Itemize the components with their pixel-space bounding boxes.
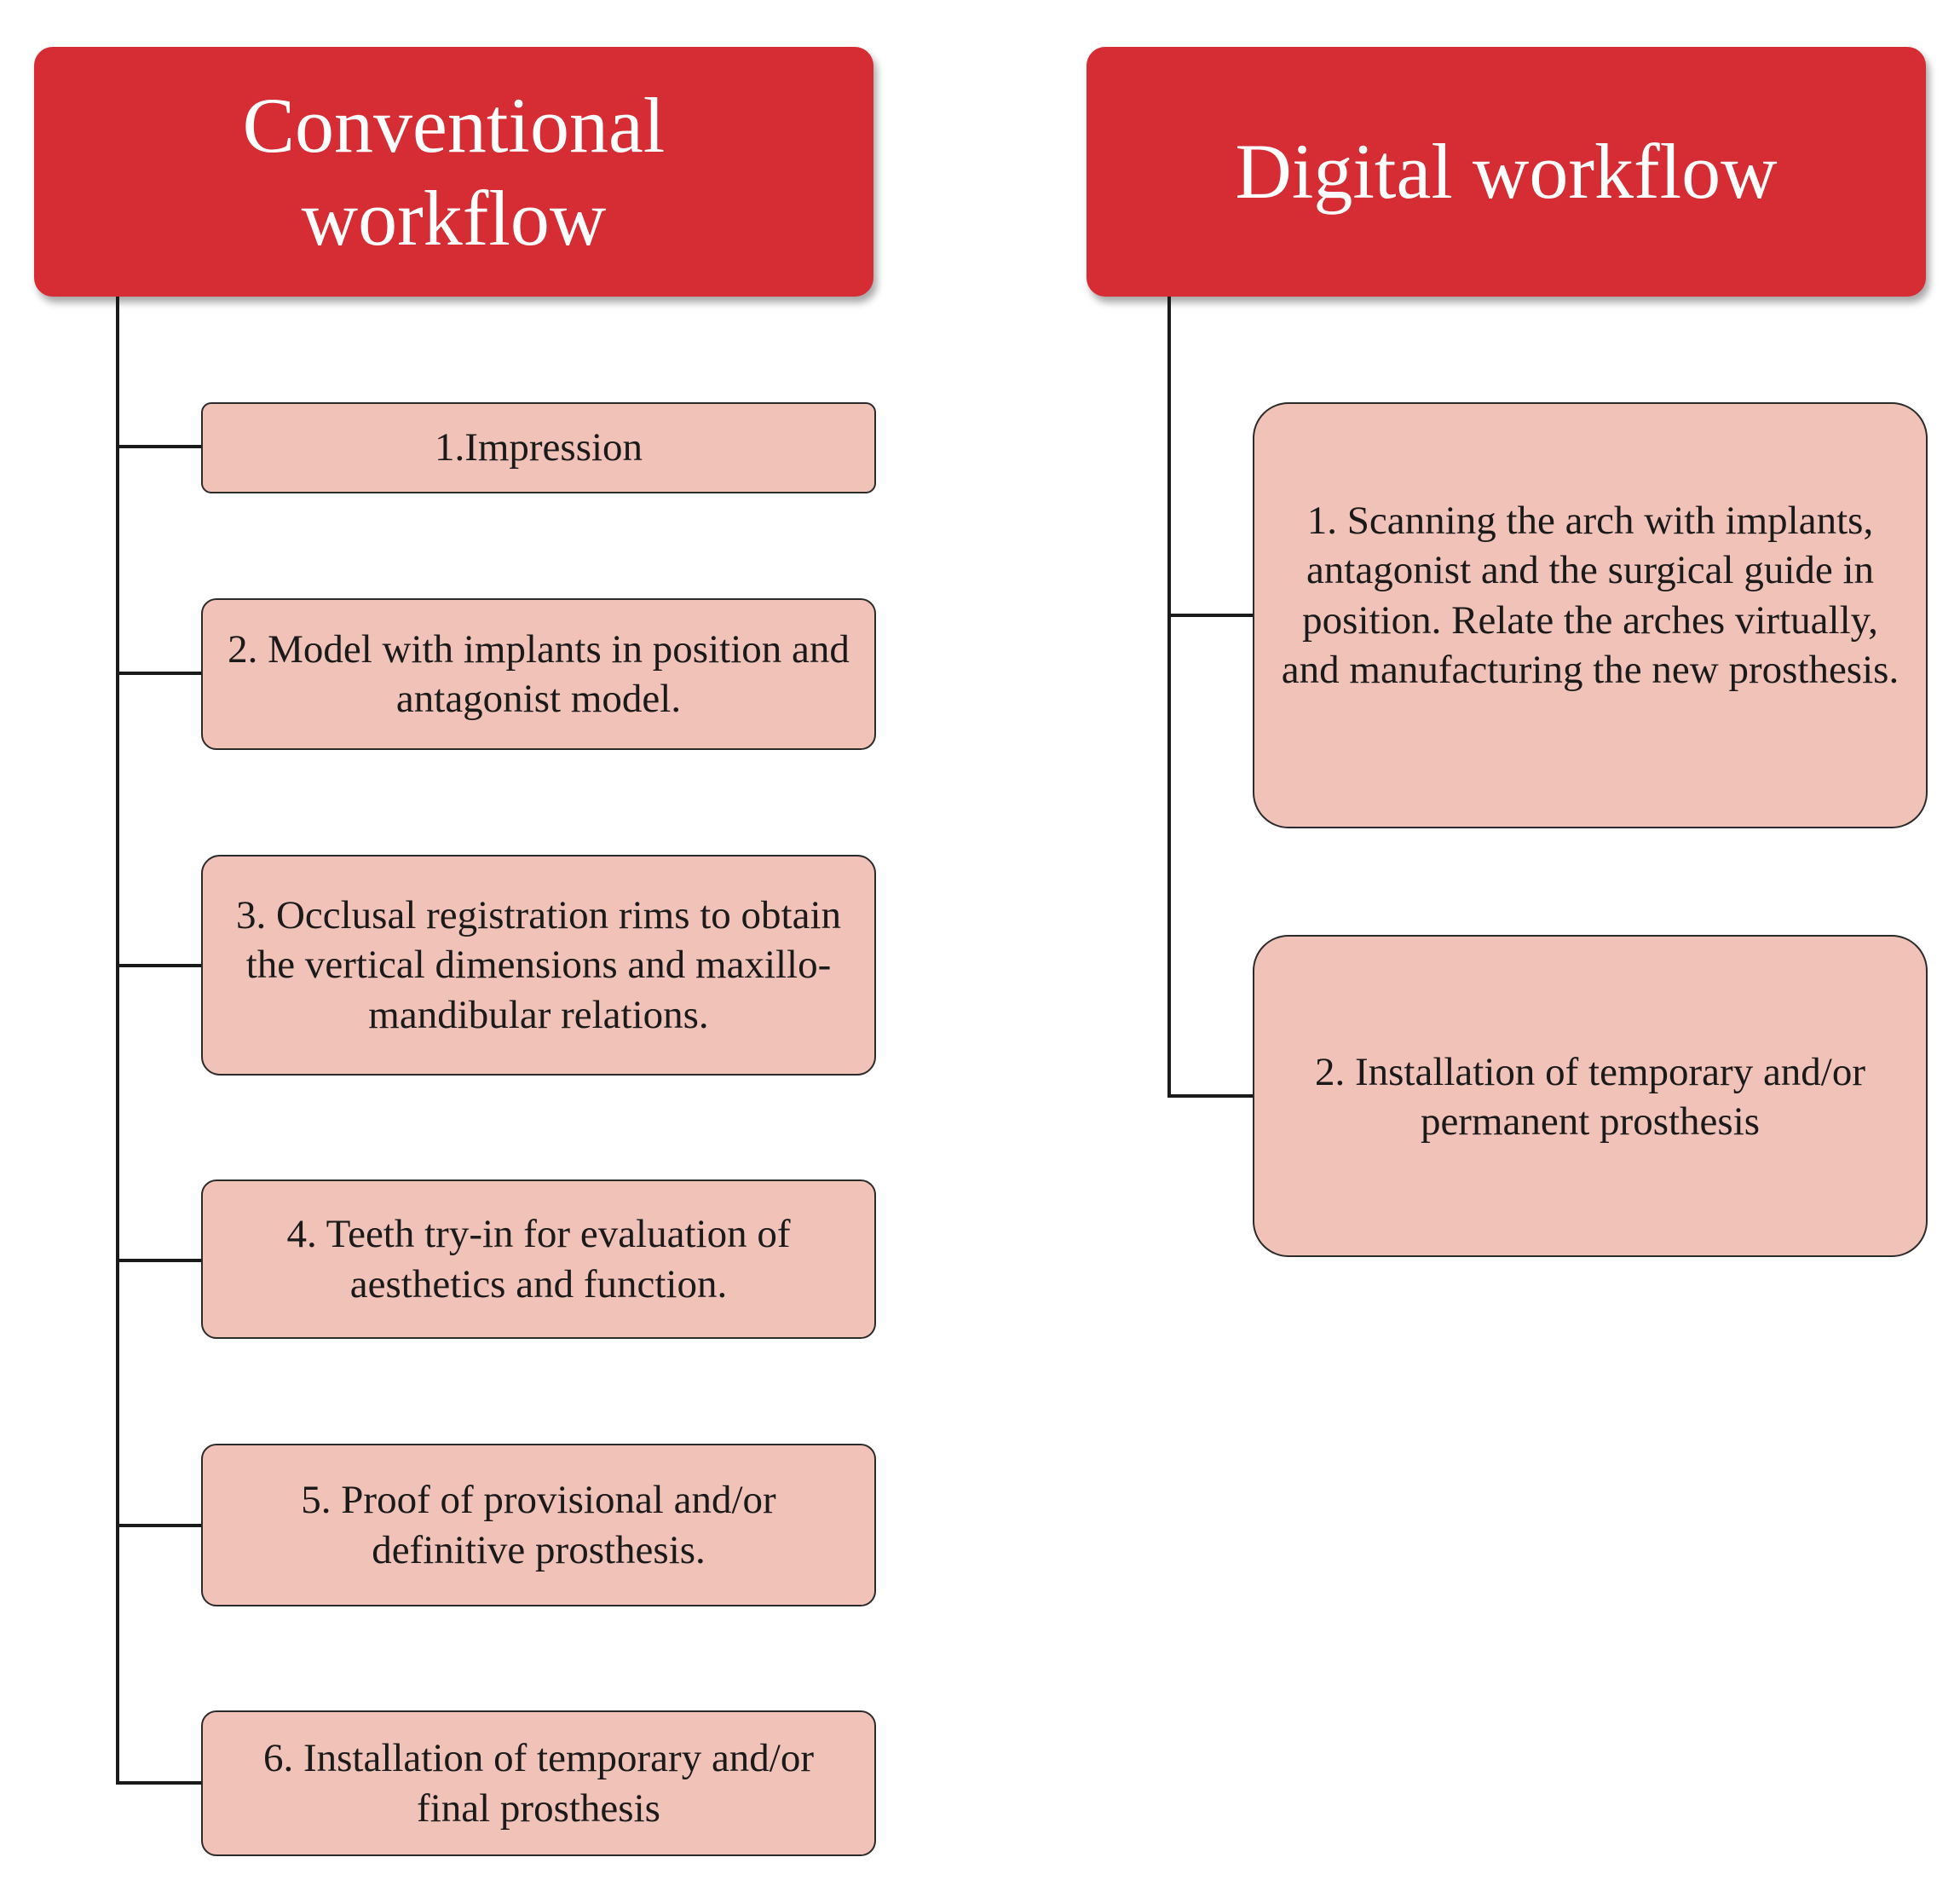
conventional-step-2-text: 2. Model with implants in position and a…: [228, 626, 850, 721]
digital-branch-2: [1167, 1094, 1254, 1098]
conventional-step-4: 4. Teeth try-in for evaluation of aesthe…: [201, 1179, 876, 1339]
conventional-trunk-line: [116, 297, 119, 1784]
conventional-branch-2: [116, 672, 203, 675]
digital-step-1-text: 1. Scanning the arch with implants, anta…: [1281, 499, 1899, 692]
conventional-step-1-text: 1.Impression: [434, 425, 643, 470]
conventional-branch-1: [116, 445, 203, 448]
conventional-step-5: 5. Proof of provisional and/or definitiv…: [201, 1444, 876, 1606]
digital-workflow-header: Digital workflow: [1087, 47, 1926, 297]
conventional-workflow-title: Conventional workflow: [242, 81, 666, 262]
conventional-step-6-text: 6. Installation of temporary and/or fina…: [262, 1736, 815, 1831]
conventional-branch-3: [116, 964, 203, 967]
conventional-step-1: 1.Impression: [201, 402, 876, 493]
conventional-branch-5: [116, 1524, 203, 1527]
conventional-step-3: 3. Occlusal registration rims to obtain …: [201, 855, 876, 1076]
digital-workflow-title: Digital workflow: [1235, 128, 1778, 216]
conventional-branch-4: [116, 1259, 203, 1262]
conventional-step-6: 6. Installation of temporary and/or fina…: [201, 1710, 876, 1856]
conventional-workflow-header: Conventional workflow: [34, 47, 873, 297]
digital-branch-1: [1167, 614, 1254, 617]
conventional-step-4-text: 4. Teeth try-in for evaluation of aesthe…: [286, 1212, 791, 1306]
digital-step-2: 2. Installation of temporary and/or perm…: [1253, 935, 1928, 1257]
conventional-step-3-text: 3. Occlusal registration rims to obtain …: [235, 893, 842, 1037]
conventional-step-2: 2. Model with implants in position and a…: [201, 598, 876, 750]
conventional-branch-6: [116, 1781, 203, 1785]
digital-step-2-text: 2. Installation of temporary and/or perm…: [1314, 1050, 1866, 1145]
digital-step-1: 1. Scanning the arch with implants, anta…: [1253, 402, 1928, 828]
digital-trunk-line: [1167, 297, 1171, 1098]
conventional-step-5-text: 5. Proof of provisional and/or definitiv…: [301, 1478, 776, 1572]
